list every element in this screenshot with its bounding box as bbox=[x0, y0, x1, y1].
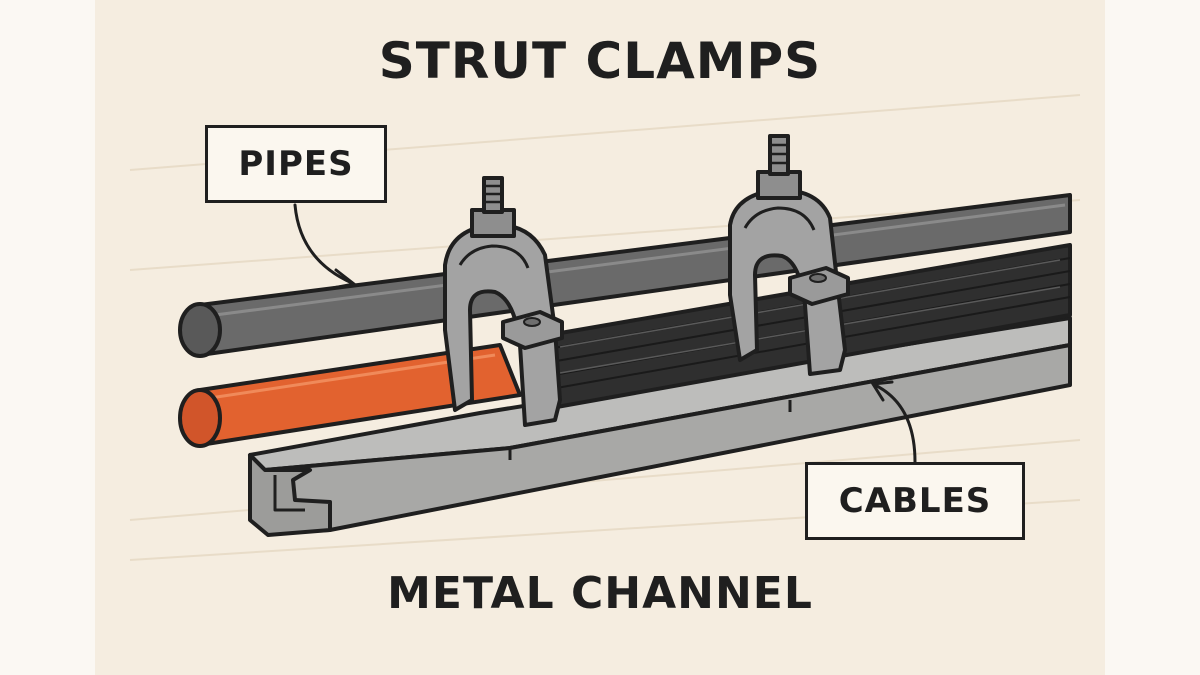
clamp-1-nut-top bbox=[470, 208, 516, 238]
clamp-2-body bbox=[728, 187, 847, 376]
left-margin bbox=[0, 0, 95, 675]
pipes-callout: PIPES bbox=[205, 125, 387, 203]
channel-slot bbox=[273, 475, 305, 512]
channel-end bbox=[248, 453, 332, 537]
clamp-2-nut-side bbox=[788, 266, 850, 306]
cables-arrow bbox=[870, 380, 917, 464]
right-margin bbox=[1105, 0, 1200, 675]
clamp-1-nut-side bbox=[501, 310, 564, 350]
pipes-arrow bbox=[293, 203, 358, 290]
cables-callout: CABLES bbox=[805, 462, 1025, 540]
copper-pipe bbox=[178, 343, 522, 448]
steel-pipe-end bbox=[178, 302, 222, 358]
copper-pipe-end bbox=[178, 388, 222, 448]
metal-channel bbox=[248, 316, 1072, 537]
metal-channel-caption: METAL CHANNEL bbox=[387, 568, 813, 619]
strut-clamp-1 bbox=[443, 176, 564, 427]
diagram-title: STRUT CLAMPS bbox=[378, 32, 822, 90]
strut-clamp-2 bbox=[728, 134, 850, 376]
